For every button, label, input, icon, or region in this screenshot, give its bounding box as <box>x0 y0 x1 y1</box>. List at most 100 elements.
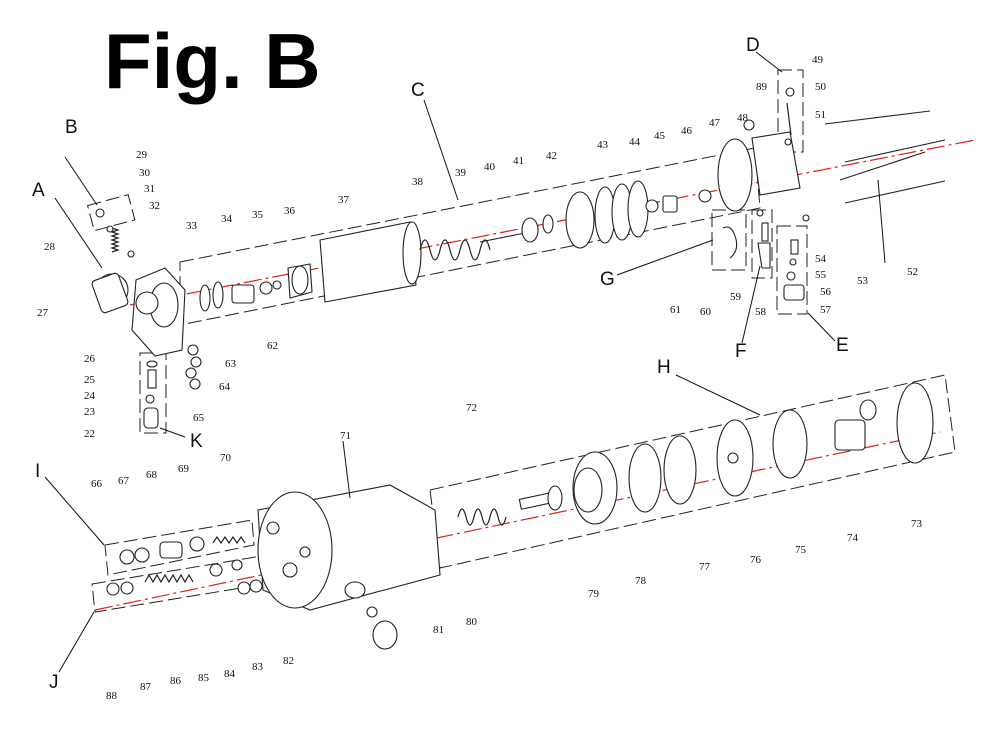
bushing-33 <box>231 284 255 304</box>
part-number-36: 36 <box>284 205 296 217</box>
part-number-73: 73 <box>911 518 923 530</box>
part-number-80: 80 <box>466 616 478 628</box>
group-label-j: J <box>49 672 59 693</box>
plug-22 <box>143 407 159 429</box>
tee-57 <box>783 284 805 301</box>
spring-38 <box>419 239 491 261</box>
part-number-88: 88 <box>106 690 118 702</box>
part-number-35: 35 <box>252 209 264 221</box>
o-ring-65b <box>189 378 201 390</box>
washer-55 <box>789 258 797 266</box>
part-number-45: 45 <box>654 130 666 142</box>
part-number-33: 33 <box>186 220 198 232</box>
group-label-a: A <box>32 180 45 201</box>
group-label-f: F <box>735 341 747 362</box>
o-ring-64a <box>187 344 199 356</box>
washer-23 <box>145 394 155 404</box>
rod-39 <box>479 231 531 243</box>
spring-59 <box>761 222 769 242</box>
ball-60 <box>756 209 764 217</box>
group-c-box <box>179 147 761 326</box>
part-number-72: 72 <box>466 402 477 414</box>
part-number-76: 76 <box>750 554 762 566</box>
screw-49 <box>785 87 795 97</box>
part-number-27: 27 <box>37 307 49 319</box>
bolt-52a <box>824 110 931 125</box>
bolt-52d <box>844 180 946 204</box>
part-number-32: 32 <box>149 200 160 212</box>
part-number-42: 42 <box>546 150 557 162</box>
part-number-78: 78 <box>635 575 647 587</box>
group-label-b: B <box>65 117 78 138</box>
part-number-58: 58 <box>755 306 767 318</box>
part-number-40: 40 <box>484 161 496 173</box>
part-number-89: 89 <box>756 81 768 93</box>
screw-48 <box>743 119 755 131</box>
piston-78-inner <box>573 467 603 513</box>
part-number-38: 38 <box>412 176 424 188</box>
part-number-70: 70 <box>220 452 232 464</box>
part-number-66: 66 <box>91 478 103 490</box>
part-number-48: 48 <box>737 112 749 124</box>
nut-34 <box>259 281 273 295</box>
washer-44 <box>645 199 659 213</box>
part-number-39: 39 <box>455 167 467 179</box>
group-i-box <box>104 519 255 576</box>
housing-71-face <box>257 491 333 609</box>
spring-86 <box>144 573 194 584</box>
housing-port-c <box>299 546 311 558</box>
part-numbers: 22 23 24 25 26 27 28 29 30 31 32 33 34 3… <box>37 54 923 702</box>
part-number-69: 69 <box>178 463 190 475</box>
spring-72 <box>457 508 507 526</box>
piston-42 <box>565 191 595 249</box>
part-number-55: 55 <box>815 269 827 281</box>
manifold-bore <box>135 291 159 315</box>
part-number-75: 75 <box>795 544 807 556</box>
group-label-g: G <box>600 269 615 290</box>
part-number-64: 64 <box>219 381 231 393</box>
part-number-87: 87 <box>140 681 152 693</box>
spring-70 <box>212 535 246 545</box>
part-number-77: 77 <box>699 561 711 573</box>
part-number-71: 71 <box>340 430 351 442</box>
part-number-49: 49 <box>812 54 824 66</box>
o-ring-63 <box>199 284 211 312</box>
housing-port-a <box>266 521 280 535</box>
o-ring-83 <box>237 581 251 595</box>
o-ring-87 <box>120 581 134 595</box>
o-ring-82 <box>249 579 263 593</box>
cap-25 <box>146 360 158 368</box>
part-number-83: 83 <box>252 661 264 673</box>
part-number-52: 52 <box>907 266 918 278</box>
o-ring-64b <box>190 356 202 368</box>
part-number-22: 22 <box>84 428 95 440</box>
elbow-74 <box>834 419 866 451</box>
part-number-24: 24 <box>84 390 96 402</box>
group-b-box <box>86 194 136 232</box>
part-number-68: 68 <box>146 469 158 481</box>
part-number-37: 37 <box>338 194 350 206</box>
o-ring-88 <box>106 582 120 596</box>
part-number-43: 43 <box>597 139 609 151</box>
spring-24 <box>147 369 157 389</box>
part-number-61: 61 <box>670 304 681 316</box>
cylinder-37 <box>319 221 417 303</box>
piston-36-face <box>291 265 309 295</box>
part-number-23: 23 <box>84 406 96 418</box>
part-number-50: 50 <box>815 81 827 93</box>
part-number-63: 63 <box>225 358 237 370</box>
nut-45 <box>662 195 678 213</box>
part-number-57: 57 <box>820 304 832 316</box>
part-number-56: 56 <box>820 286 832 298</box>
hose-61 <box>722 226 738 259</box>
part-number-26: 26 <box>84 353 96 365</box>
end-cap-89 <box>751 131 801 196</box>
part-number-60: 60 <box>700 306 712 318</box>
o-ring-84 <box>231 559 243 571</box>
housing-port-b <box>282 562 298 578</box>
part-number-30: 30 <box>139 167 151 179</box>
ball-32 <box>127 250 135 258</box>
ball-51 <box>784 138 792 146</box>
spring-50 <box>786 102 792 136</box>
cap-56 <box>786 271 796 281</box>
